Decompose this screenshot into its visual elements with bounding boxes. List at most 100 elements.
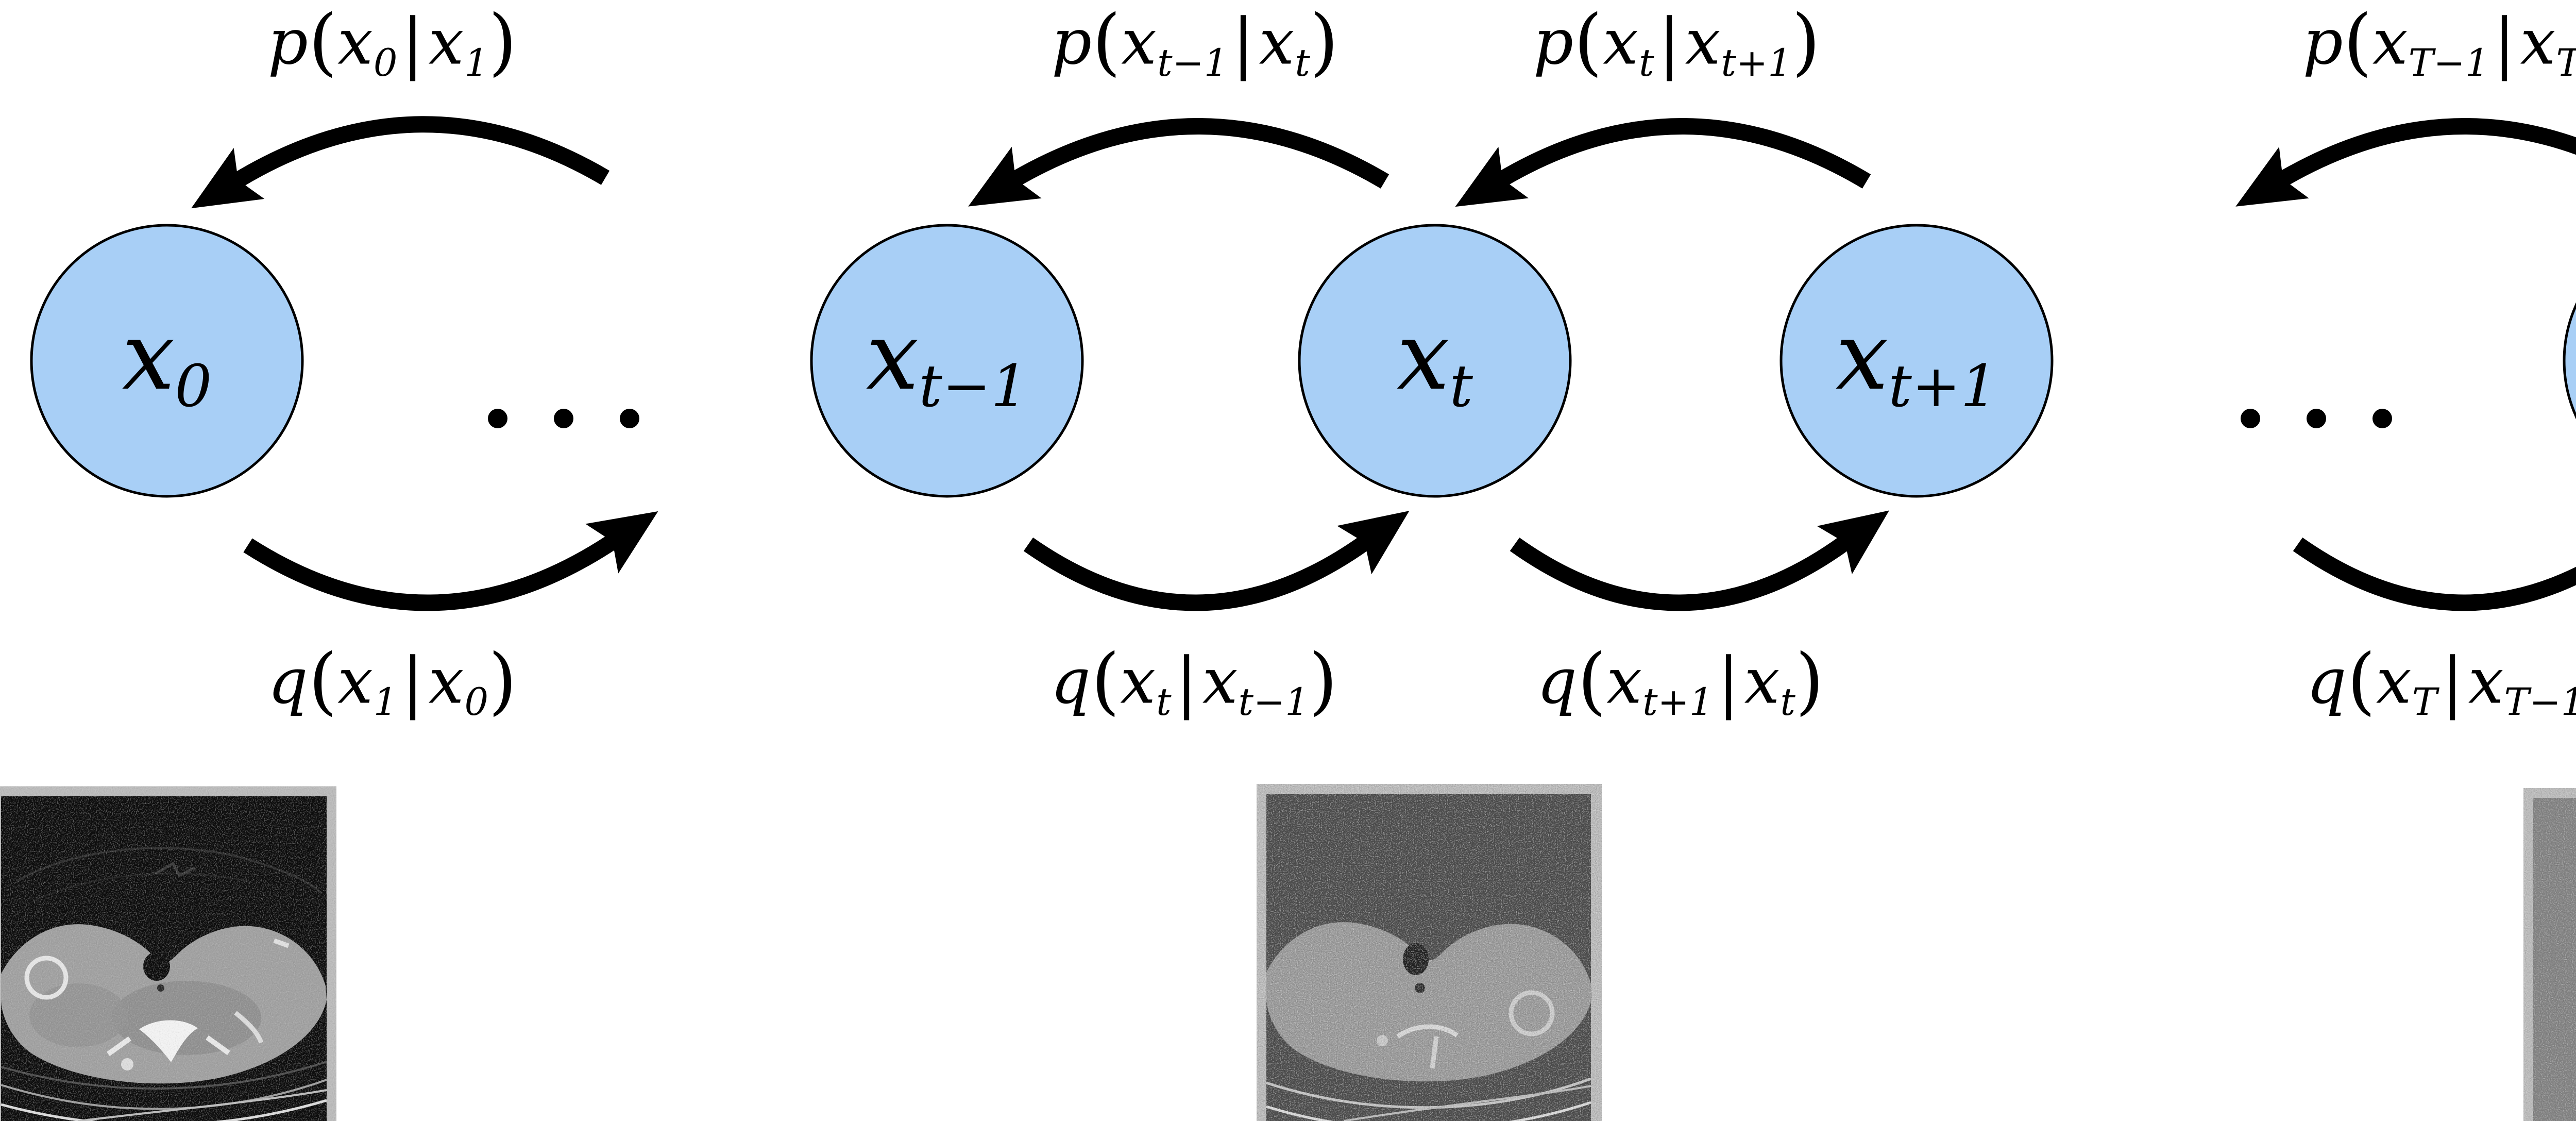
given-bar: | <box>2493 5 2516 82</box>
label-q-xt+1-given-xt: q(xt+1|xt) <box>1537 639 1824 724</box>
ct-image-noisy <box>1266 794 1592 1121</box>
fn: p <box>1051 5 1093 79</box>
node-label-x0: x0 <box>122 302 212 420</box>
label-p-xT-1-given-xT: p(xT−1|xT) <box>2303 0 2576 85</box>
sub: 0 <box>464 680 489 724</box>
close-paren: ) <box>488 639 518 724</box>
given-bar: | <box>2441 644 2464 721</box>
fn: q <box>267 644 309 718</box>
var: x <box>1744 644 1781 718</box>
close-paren: ) <box>1310 0 1340 85</box>
var: x <box>1606 644 1643 718</box>
var: x <box>2520 5 2556 79</box>
given-bar: | <box>1232 5 1255 82</box>
sub: t−1 <box>1157 41 1228 85</box>
var: x <box>428 644 465 718</box>
label-q-xt-given-xt-1: q(xt|xt−1) <box>1050 639 1338 724</box>
node-circle-xt <box>1298 224 1572 498</box>
var: x <box>2376 644 2412 718</box>
open-paren: ( <box>1091 639 1121 724</box>
sub: T−1 <box>2504 680 2576 724</box>
fn: q <box>1050 644 1092 718</box>
close-paren: ) <box>488 0 518 85</box>
node-label-xt-1: xt−1 <box>866 302 1028 420</box>
sub: T <box>2556 41 2576 85</box>
sub: 1 <box>464 41 489 85</box>
node-circle-xT <box>2563 302 2576 420</box>
node-sub: t+1 <box>1888 352 1998 420</box>
open-paren: ( <box>308 0 338 85</box>
noise-image <box>2533 798 2576 1121</box>
arrow-p-xt-1-given-xt <box>968 118 1389 207</box>
fn: q <box>1536 644 1578 718</box>
var: x <box>2372 5 2409 79</box>
close-paren: ) <box>1309 639 1338 724</box>
given-bar: | <box>401 644 425 721</box>
sub: t <box>1156 680 1172 724</box>
sub: T <box>2412 680 2437 724</box>
node-var: x <box>122 302 175 411</box>
open-paren: ( <box>2343 0 2372 85</box>
var: x <box>337 644 374 718</box>
close-paren: ) <box>1795 639 1825 724</box>
open-paren: ( <box>1578 639 1607 724</box>
var: x <box>2468 644 2504 718</box>
sub: t <box>1295 41 1310 85</box>
fn: p <box>267 5 309 79</box>
sub: t <box>1780 680 1795 724</box>
var: x <box>1120 644 1157 718</box>
var: x <box>1685 5 1721 79</box>
given-bar: | <box>1175 644 1198 721</box>
fn: p <box>1533 5 1574 79</box>
node-var: x <box>1397 302 1450 411</box>
var: x <box>1259 5 1295 79</box>
arrow-p-xt-given-xt+1 <box>1455 118 1871 207</box>
node-sub: t <box>1449 352 1473 420</box>
var: x <box>1603 5 1639 79</box>
label-p-xt-1-given-xt: p(xt−1|xt) <box>1052 0 1339 85</box>
node-label-xt+1: xt+1 <box>1836 302 1997 420</box>
node-circle-xt-1 <box>810 224 1084 498</box>
sub: T−1 <box>2408 41 2489 85</box>
given-bar: | <box>1658 5 1681 82</box>
fn: q <box>2306 644 2347 718</box>
label-p-xt-given-xt+1: p(xt|xt+1) <box>1533 0 1821 85</box>
fn: p <box>2302 5 2344 79</box>
node-sub: t−1 <box>919 352 1028 420</box>
arrow-q-xt+1-given-xt <box>1510 510 1889 611</box>
var: x <box>1121 5 1158 79</box>
var: x <box>428 5 465 79</box>
sub: t <box>1639 41 1654 85</box>
node-sub: 0 <box>175 352 212 420</box>
node-var: x <box>1835 302 1889 411</box>
sub: t−1 <box>1238 680 1309 724</box>
open-paren: ( <box>308 639 338 724</box>
sub: 1 <box>373 680 398 724</box>
arrow-p-x0-given-x1 <box>191 116 610 209</box>
given-bar: | <box>401 5 425 82</box>
node-label-xt: xt <box>1397 302 1473 420</box>
var: x <box>337 5 374 79</box>
label-q-x1-given-x0: q(x1|x0) <box>268 639 518 724</box>
arrow-q-xT-given-xT-1 <box>2293 537 2576 611</box>
given-bar: | <box>1717 644 1740 721</box>
node-circle-x0 <box>30 224 304 498</box>
node-circle-xt+1 <box>1780 224 2054 498</box>
label-p-x0-given-x1: p(x0|x1) <box>268 0 518 85</box>
arrow-p-xT-1-given-xT <box>2235 118 2576 207</box>
open-paren: ( <box>1574 0 1603 85</box>
sub: t+1 <box>1721 41 1792 85</box>
arrow-q-xt-given-xt-1 <box>1023 511 1410 611</box>
close-paren: ) <box>1791 0 1821 85</box>
open-paren: ( <box>1092 0 1122 85</box>
label-q-xT-given-xT-1: q(xT|xT−1) <box>2307 639 2576 724</box>
sub: 0 <box>373 41 398 85</box>
ellipsis-left-icon <box>488 409 639 428</box>
var: x <box>1202 644 1239 718</box>
ellipsis-right-icon <box>2241 409 2392 428</box>
ct-image-clean <box>1 796 327 1121</box>
sub: t+1 <box>1642 680 1714 724</box>
node-var: x <box>866 302 919 411</box>
